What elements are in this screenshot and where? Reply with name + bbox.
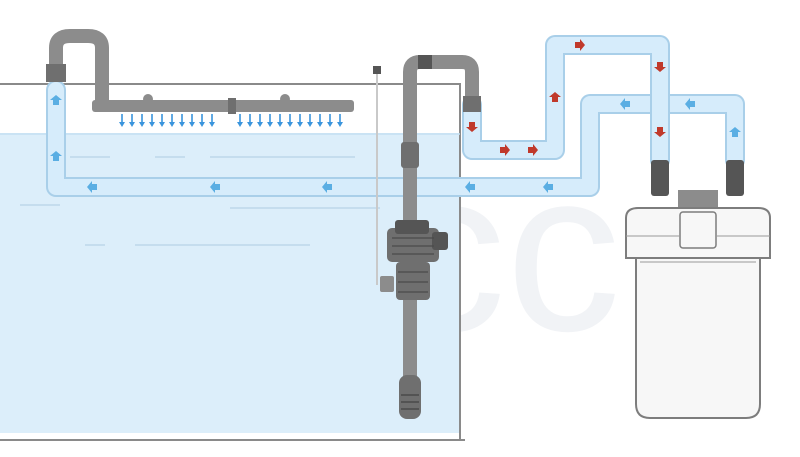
- red-arrow-icon: [528, 144, 538, 156]
- blue-arrow-icon: [322, 181, 332, 193]
- spray-arrow-icon: [317, 114, 323, 127]
- canister-filter: [625, 160, 771, 419]
- red-arrow-icon: [466, 122, 478, 132]
- spray-arrow-icon: [287, 114, 293, 127]
- blue-arrow-icon: [620, 98, 630, 110]
- intake-coupler: [418, 55, 432, 69]
- spray-arrow-icon: [189, 114, 195, 127]
- spray-arrow-icon: [237, 114, 243, 127]
- canister-lid-latch: [679, 211, 717, 249]
- spray-bar-pipe: [49, 29, 109, 104]
- spray-arrow-icon: [257, 114, 263, 127]
- spray-arrow-icon: [337, 114, 343, 127]
- spray-arrows: [119, 114, 343, 127]
- primer-pump: [380, 220, 448, 300]
- spray-arrow-icon: [297, 114, 303, 127]
- spray-arrow-icon: [149, 114, 155, 127]
- intake-pipe-assembly: [373, 55, 481, 419]
- blue-arrow-icon: [50, 95, 62, 105]
- red-arrow-icon: [500, 144, 510, 156]
- spray-arrow-icon: [159, 114, 165, 127]
- spray-bar-clip: [280, 94, 290, 104]
- water-ripples: [20, 156, 380, 246]
- red-arrow-icon: [575, 39, 585, 51]
- blue-arrow-icon: [685, 98, 695, 110]
- spray-arrow-icon: [179, 114, 185, 127]
- return-hose: [46, 80, 745, 197]
- blue-arrow-icon: [50, 151, 62, 161]
- canister-body: [635, 257, 761, 419]
- spray-arrow-icon: [267, 114, 273, 127]
- spray-arrow-icon: [307, 114, 313, 127]
- spray-arrow-icon: [247, 114, 253, 127]
- spray-arrow-icon: [139, 114, 145, 127]
- red-arrow-icon: [549, 92, 561, 102]
- blue-arrow-icon: [87, 181, 97, 193]
- blue-arrow-icon: [465, 181, 475, 193]
- spray-arrow-icon: [119, 114, 125, 127]
- spray-bar-clip: [143, 94, 153, 104]
- canister-valve-right: [726, 160, 744, 196]
- flow-arrows: [50, 39, 741, 193]
- spray-arrow-icon: [327, 114, 333, 127]
- spray-arrow-icon: [169, 114, 175, 127]
- air-tube-cap: [373, 66, 381, 74]
- spray-bar: [92, 100, 354, 112]
- blue-arrow-icon: [543, 181, 553, 193]
- canister-lid-handle: [678, 190, 718, 208]
- canister-valve-left: [651, 160, 669, 196]
- blue-arrow-icon: [729, 127, 741, 137]
- spray-arrow-icon: [129, 114, 135, 127]
- red-arrow-icon: [654, 127, 666, 137]
- spray-arrow-icon: [277, 114, 283, 127]
- spray-arrow-icon: [199, 114, 205, 127]
- blue-arrow-icon: [210, 181, 220, 193]
- spray-bar-joint: [228, 98, 236, 114]
- inlet-strainer: [399, 375, 421, 419]
- red-arrow-icon: [654, 62, 666, 72]
- intake-pipe: [403, 55, 479, 380]
- intake-valve: [401, 142, 419, 168]
- spray-arrow-icon: [209, 114, 215, 127]
- spray-bar-assembly: [46, 29, 354, 127]
- spray-bar-coupler: [46, 64, 66, 82]
- outflow-coupler: [463, 96, 481, 112]
